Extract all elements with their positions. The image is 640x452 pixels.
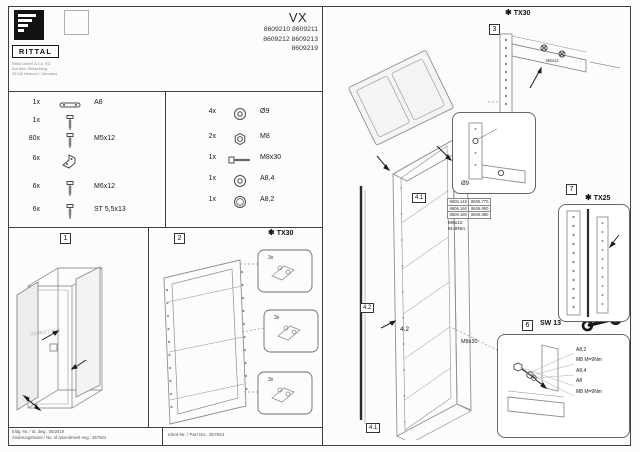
part-qty: 1x	[32, 117, 40, 124]
part-qty: 4x	[208, 108, 216, 115]
main-vertical-divider	[322, 6, 324, 446]
parts-row: 6x M6x12	[8, 180, 164, 198]
torx-icon: ✱	[585, 193, 592, 202]
part-qty: 1x	[208, 175, 216, 182]
washer-icon	[224, 193, 256, 211]
step-1-label: 1	[60, 233, 71, 244]
company-address: Rittal GmbH & Co. KG Auf dem Stützelberg…	[12, 61, 58, 76]
drawing-divider	[148, 227, 150, 428]
hole-detail-callout: Ø9	[452, 112, 536, 194]
part-qty: 1x	[32, 99, 40, 106]
footer-part-number: Ident-Nr. / Part No.: 357944	[168, 432, 225, 437]
parts-row: 2x M8	[168, 130, 322, 148]
rail-detail-callout	[558, 204, 630, 322]
part-label: M8x30	[260, 154, 282, 161]
part-label: Ø9	[260, 108, 270, 115]
frame-drawing	[163, 249, 319, 425]
rail-detail-drawing	[566, 209, 620, 317]
screw-icon	[52, 114, 88, 132]
parts-row: 1x A8,2	[168, 193, 322, 211]
page-title: VX	[288, 10, 308, 25]
torx-icon: ✱	[268, 228, 275, 237]
bolt-detail-callout: A8,2 M8 M=9Nm A8,4 A8 M8 M=9Nm	[497, 334, 630, 438]
part-label: A8	[94, 99, 103, 106]
part-label: M5x12	[94, 135, 116, 142]
part-label: A8,4	[260, 175, 275, 182]
part-qty: 1x	[208, 154, 216, 161]
part-qty: 80x	[28, 135, 40, 142]
part-qty: 1x	[208, 196, 216, 203]
bolt-label-m8x30: M8x30	[461, 339, 478, 345]
logo-stripe	[18, 14, 36, 17]
bracket-icon	[52, 152, 88, 170]
hole-diameter-label: Ø9	[461, 181, 470, 187]
model-label: VX 8617.500	[29, 328, 60, 338]
step-3-label: 3	[489, 24, 500, 35]
footer-tick	[162, 427, 163, 446]
footer-left-line2: Änderungsstand / No. of amendment eng.: …	[12, 435, 107, 440]
part-qty: 2x	[208, 133, 216, 140]
callout-qty: 3x	[274, 315, 280, 321]
tool-sw13: SW 13	[540, 320, 562, 327]
tool-tx30-left: ✱ TX30	[268, 228, 294, 237]
parts-column-divider	[165, 91, 167, 228]
screw-icon	[52, 203, 88, 221]
step-6-label: 6	[522, 320, 533, 331]
hole-detail-drawing	[468, 122, 526, 184]
logo-stripe	[18, 19, 32, 22]
ref-label-41b: 4.1	[366, 423, 381, 433]
ref-label-42b: 4.2	[400, 326, 410, 333]
part-label: A8,2	[260, 196, 275, 203]
part-label: M8	[260, 133, 270, 140]
washer-icon	[224, 105, 256, 123]
logo-stripe	[18, 24, 28, 27]
parts-row: 1x A8	[8, 96, 164, 114]
bolt-detail-drawing	[507, 344, 575, 418]
footer-left-line1: Eldg.-Nr. / Id. dwg.: 05/2019	[12, 429, 64, 434]
nut-icon	[224, 130, 256, 148]
callout-qty: 3x	[268, 255, 274, 261]
rittal-symbol	[14, 10, 44, 40]
step-2-label: 2	[174, 233, 185, 244]
rittal-wordmark: RITTAL	[12, 45, 59, 58]
footer-divider	[8, 427, 322, 429]
ref-label-41: 4.1	[412, 193, 427, 203]
corner-detail-drawing-step3	[488, 33, 621, 115]
model-numbers: 8609210 8609211 8609212 8609213 8609219	[263, 26, 318, 53]
screw-icon	[52, 132, 88, 150]
screw-note-m5: M5x12	[546, 58, 559, 63]
step-7-label: 7	[566, 184, 577, 195]
page-border	[8, 6, 631, 446]
tool-tx30-top: ✱ TX30	[505, 8, 531, 17]
parts-row: 6x	[8, 152, 164, 170]
hardware-legend: A8,2 M8 M=9Nm A8,4 A8 M8 M=9Nm	[576, 347, 602, 395]
torque-note-m5: M5x12 M=9Nm	[448, 221, 465, 232]
logo-stripe	[18, 29, 24, 32]
tool-tx25: ✱ TX25	[585, 193, 611, 202]
enclosure-assembly-drawing: VX 8617.500	[16, 266, 103, 412]
parts-row: 80x M5x12	[8, 132, 164, 150]
washer-icon	[224, 172, 256, 190]
empty-checkbox	[64, 10, 89, 35]
parts-row: 4x Ø9	[168, 105, 322, 123]
parts-row: 1x M8x30	[168, 151, 322, 169]
callout-qty: 3x	[268, 377, 274, 383]
torx-icon: ✱	[505, 8, 512, 17]
strip-icon	[52, 96, 88, 114]
part-qty: 6x	[32, 155, 40, 162]
bolt-icon	[224, 151, 256, 169]
parts-row: 1x A8,4	[168, 172, 322, 190]
part-label: ST 5,5x13	[94, 206, 126, 213]
screw-icon	[52, 180, 88, 198]
parts-row: 1x	[8, 114, 164, 132]
ref-label-42: 4.2	[360, 303, 375, 313]
part-label: M6x12	[94, 183, 116, 190]
part-qty: 6x	[32, 206, 40, 213]
parts-row: 6x ST 5,5x13	[8, 203, 164, 221]
part-qty: 6x	[32, 183, 40, 190]
